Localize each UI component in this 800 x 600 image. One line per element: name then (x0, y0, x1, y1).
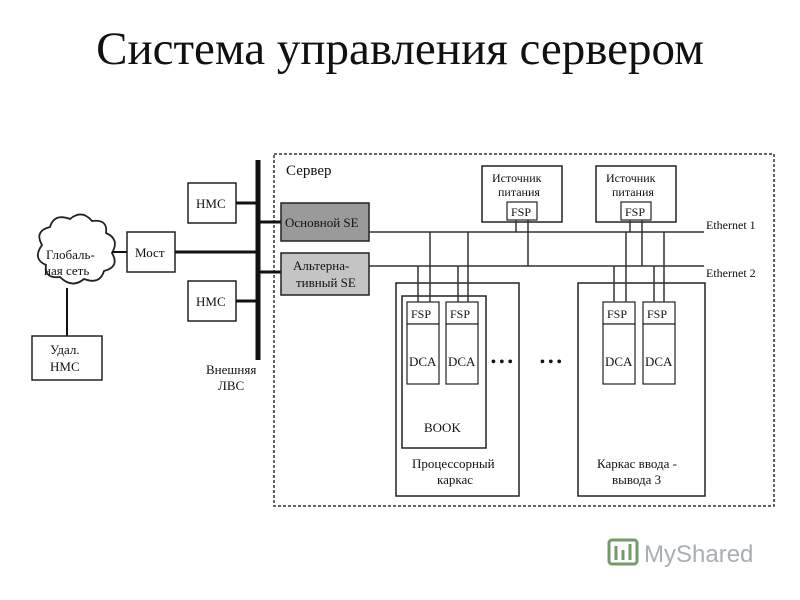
hmc-bottom-box (187, 280, 237, 322)
io-cage-label-2: вывода 3 (612, 472, 661, 487)
watermark-text: MyShared (644, 541, 753, 568)
processor-cage-fsp-2-label: FSP (450, 307, 470, 321)
server-boundary (273, 153, 775, 507)
power-supply-2-fsp-label: FSP (625, 205, 645, 219)
alternate-se-label-2: тивный SE (296, 275, 356, 290)
hmc-bottom-label: HMC (196, 294, 226, 309)
io-cage-fsp-1-label: FSP (607, 307, 627, 321)
external-lan-label-1: Внешняя (206, 362, 256, 377)
watermark-icon (607, 538, 639, 566)
global-network-label-2: ная сеть (44, 263, 89, 278)
io-cage-dca-2 (642, 323, 676, 385)
hmc-top-box (187, 182, 237, 224)
page-title: Система управления сервером (96, 23, 704, 75)
io-cage-label-1: Каркас ввода - (597, 456, 677, 471)
myshared-watermark: MyShared (607, 538, 753, 568)
power-supply-2-label-1: Источник (606, 171, 656, 185)
io-cage-box (577, 282, 706, 497)
power-supply-1-fsp (506, 201, 538, 221)
bridge-label: Мост (135, 245, 165, 260)
ethernet-1-label: Ethernet 1 (706, 218, 756, 232)
primary-se-label: Основной SE (285, 215, 359, 230)
server-label: Сервер (286, 163, 332, 179)
processor-cage-label-2: каркас (437, 472, 473, 487)
global-network-label-1: Глобаль- (46, 247, 95, 262)
global-network-cloud: Глобаль- ная сеть (36, 213, 116, 285)
power-supply-1-fsp-label: FSP (511, 205, 531, 219)
processor-cage-dca-1 (406, 323, 440, 385)
alternate-se-box (280, 252, 370, 296)
ellipsis-2: • • • (540, 355, 562, 370)
processor-cage-dca-2 (445, 323, 479, 385)
io-cage-dca-2-label: DCA (645, 354, 673, 369)
processor-cage-label-1: Процессорный (412, 456, 495, 471)
primary-se-box (280, 202, 370, 242)
remote-hmc-label-1: Удал. (50, 342, 80, 357)
ellipsis-1: • • • (491, 355, 513, 370)
processor-cage-fsp-1-label: FSP (411, 307, 431, 321)
processor-cage-dca-1-label: DCA (409, 354, 437, 369)
hmc-top-label: HMC (196, 196, 226, 211)
io-cage-dca-1-label: DCA (605, 354, 633, 369)
power-supply-1-label-1: Источник (492, 171, 542, 185)
power-supply-1-label-2: питания (498, 185, 540, 199)
power-supply-2-label-2: питания (612, 185, 654, 199)
remote-hmc-box (31, 335, 103, 381)
io-cage-fsp-2-label: FSP (647, 307, 667, 321)
io-cage-dca-1 (602, 323, 636, 385)
ethernet-2-label: Ethernet 2 (706, 266, 756, 280)
remote-hmc-label-2: HMC (50, 359, 80, 374)
book-label: BOOK (424, 420, 461, 435)
power-supply-2-fsp (620, 201, 652, 221)
external-lan-label-2: ЛВС (218, 378, 244, 393)
alternate-se-label-1: Альтерна- (293, 258, 349, 273)
processor-cage-dca-2-label: DCA (448, 354, 476, 369)
